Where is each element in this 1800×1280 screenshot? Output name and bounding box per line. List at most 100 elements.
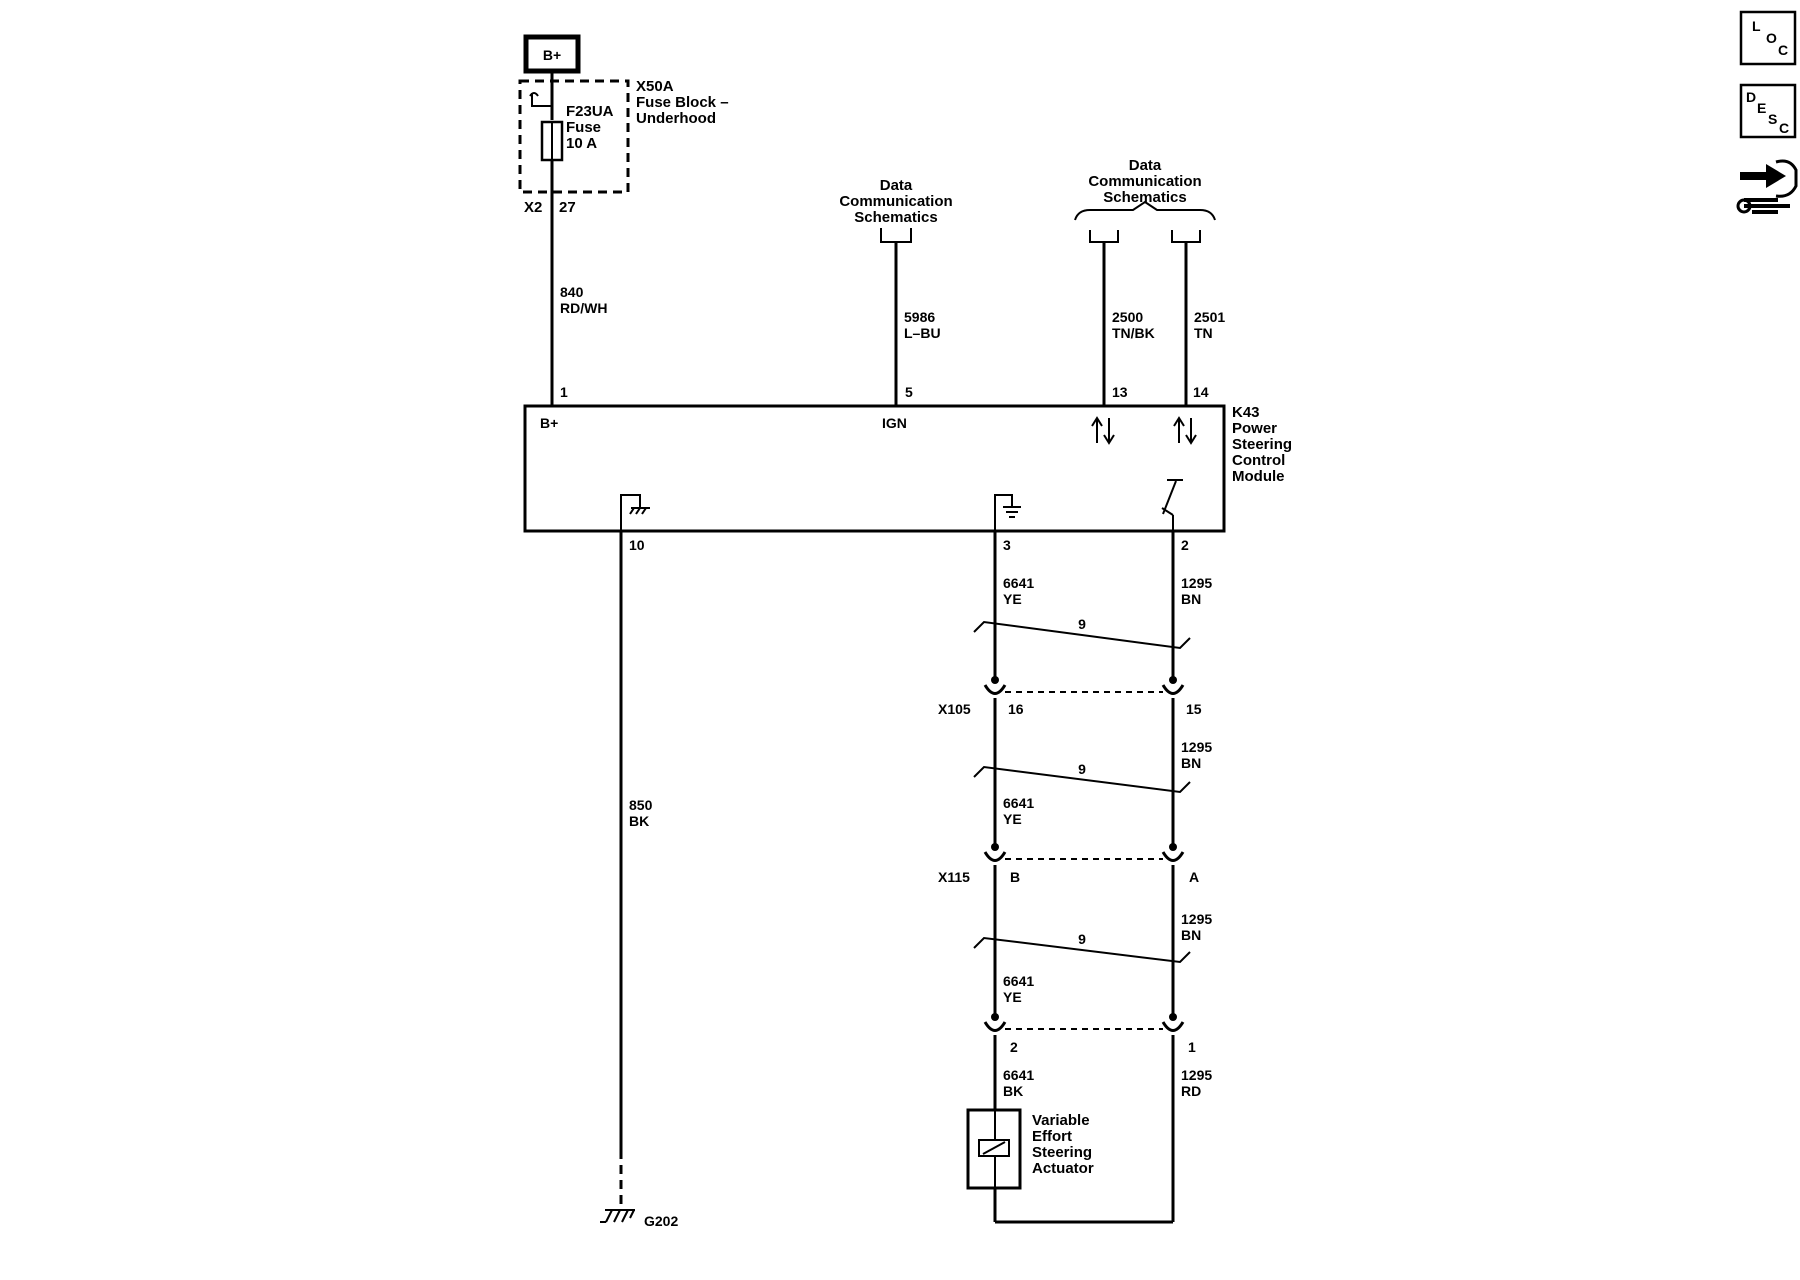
wire-label-color: BK <box>1003 1083 1023 1099</box>
wire-label-circuit: 1295 <box>1181 911 1212 927</box>
ground-point-name: G202 <box>644 1213 678 1229</box>
bidirectional-arrow-icon <box>1091 416 1115 445</box>
battery-positive-source: B+ <box>523 34 581 74</box>
connector-pin: A <box>1189 869 1199 885</box>
repair-hand-wrench-icon <box>1736 159 1798 214</box>
desc-letter: E <box>1757 100 1766 116</box>
twisted-pair-icon: 9 <box>973 616 1191 650</box>
wire-label-circuit: 6641 <box>1003 1067 1034 1083</box>
twisted-pair-icon: 9 <box>973 761 1191 794</box>
wire-850-color: BK <box>629 813 649 829</box>
wire-label-circuit: 6641 <box>1003 795 1034 811</box>
module-name-5: Module <box>1232 468 1285 485</box>
connector-actuator: 2 1 <box>983 1013 1196 1055</box>
wire-label-circuit: 6641 <box>1003 973 1034 989</box>
connector-x115: X115 B A <box>938 843 1199 885</box>
solenoid-icon <box>982 1141 1006 1155</box>
svg-text:Communication: Communication <box>1088 173 1201 190</box>
connector-pin: B <box>1010 869 1020 885</box>
connector-pin: 15 <box>1186 701 1202 717</box>
fuse-rating: 10 A <box>566 135 597 152</box>
fuse-block-desc1: Fuse Block – <box>636 94 729 111</box>
fuse-connector-name: X2 <box>524 199 542 216</box>
signal-ground-icon <box>994 494 1021 531</box>
data-comm-reference-ign[interactable]: Data Communication Schematics <box>839 177 953 243</box>
module-label-b-plus: B+ <box>540 415 558 431</box>
chassis-ground-icon <box>620 494 650 531</box>
ground-g202-icon <box>600 1209 635 1223</box>
wire-840-color: RD/WH <box>560 300 607 316</box>
module-k43[interactable]: 1 5 13 14 B+ IGN K43 Power Steering Cont… <box>523 384 1292 553</box>
twisted-pair-icon: 9 <box>973 931 1191 964</box>
pin-ign: 5 <box>905 384 913 400</box>
svg-text:B+: B+ <box>543 47 561 63</box>
wire-label-color: YE <box>1003 989 1022 1005</box>
loc-letter: C <box>1778 42 1788 58</box>
wire-label-circuit: 6641 <box>1003 575 1034 591</box>
fuse-block-name: X50A <box>636 78 674 95</box>
desc-letter: D <box>1746 89 1756 105</box>
pin-low-ref: 3 <box>1003 537 1011 553</box>
svg-text:Data: Data <box>880 177 913 194</box>
pin-data-lo: 14 <box>1193 384 1209 400</box>
data-comm-reference-serial[interactable]: Data Communication Schematics <box>1074 157 1216 243</box>
wire-label-circuit: 1295 <box>1181 575 1212 591</box>
twisted-pair-label: 9 <box>1078 616 1086 632</box>
desc-letter: C <box>1779 120 1789 136</box>
svg-text:Communication: Communication <box>839 193 952 210</box>
svg-text:Schematics: Schematics <box>854 209 937 226</box>
twisted-pair-label: 9 <box>1078 931 1086 947</box>
wire-2500-circuit: 2500 <box>1112 309 1143 325</box>
wire-5986-color: L–BU <box>904 325 941 341</box>
twisted-pair-label: 9 <box>1078 761 1086 777</box>
loc-letter: O <box>1766 30 1777 46</box>
fuse-pin: 27 <box>559 199 576 216</box>
connector-name: X105 <box>938 701 971 717</box>
connector-name: X115 <box>938 869 970 885</box>
connector-x105: X105 16 15 <box>938 676 1202 717</box>
wire-2500-color: TN/BK <box>1112 325 1155 341</box>
repair-procedure-button[interactable] <box>1736 159 1798 214</box>
wire-label-color: YE <box>1003 591 1022 607</box>
actuator-name-4: Actuator <box>1032 1160 1094 1177</box>
wire-5986-circuit: 5986 <box>904 309 935 325</box>
svg-text:Data: Data <box>1129 157 1162 174</box>
module-label-ign: IGN <box>882 415 907 431</box>
bidirectional-arrow-icon <box>1173 416 1197 445</box>
wire-label-circuit: 1295 <box>1181 1067 1212 1083</box>
connector-pin: 1 <box>1188 1039 1196 1055</box>
module-name-2: Power <box>1232 420 1277 437</box>
wire-2501-color: TN <box>1194 325 1213 341</box>
pin-ground: 10 <box>629 537 645 553</box>
wire-label-color: BN <box>1181 755 1201 771</box>
variable-effort-steering-actuator[interactable]: Variable Effort Steering Actuator <box>966 1108 1094 1222</box>
location-button[interactable]: L O C <box>1739 10 1797 66</box>
connector-pin: 16 <box>1008 701 1024 717</box>
wire-850-circuit: 850 <box>629 797 653 813</box>
actuator-name-1: Variable <box>1032 1112 1090 1129</box>
fuse-name: F23UA <box>566 103 614 120</box>
wire-label-color: BN <box>1181 591 1201 607</box>
switch-icon <box>1161 479 1183 531</box>
pin-control: 2 <box>1181 537 1189 553</box>
connector-pin: 2 <box>1010 1039 1018 1055</box>
wire-2501-circuit: 2501 <box>1194 309 1225 325</box>
fuse-f23ua: F23UA Fuse 10 A <box>529 71 614 162</box>
module-name-4: Control <box>1232 452 1285 469</box>
wire-label-color: YE <box>1003 811 1022 827</box>
fuse-word: Fuse <box>566 119 601 136</box>
wire-label-circuit: 1295 <box>1181 739 1212 755</box>
wire-label-color: RD <box>1181 1083 1201 1099</box>
desc-letter: S <box>1768 111 1777 127</box>
fuse-block-desc2: Underhood <box>636 110 716 127</box>
pin-data-hi: 13 <box>1112 384 1128 400</box>
loc-letter: L <box>1752 18 1761 34</box>
pin-b-plus: 1 <box>560 384 568 400</box>
description-button[interactable]: D E S C <box>1739 83 1797 139</box>
module-name-3: Steering <box>1232 436 1292 453</box>
actuator-name-2: Effort <box>1032 1128 1072 1145</box>
module-name-1: K43 <box>1232 404 1260 421</box>
actuator-name-3: Steering <box>1032 1144 1092 1161</box>
fuse-block-x50a: X50A Fuse Block – Underhood <box>518 78 729 194</box>
